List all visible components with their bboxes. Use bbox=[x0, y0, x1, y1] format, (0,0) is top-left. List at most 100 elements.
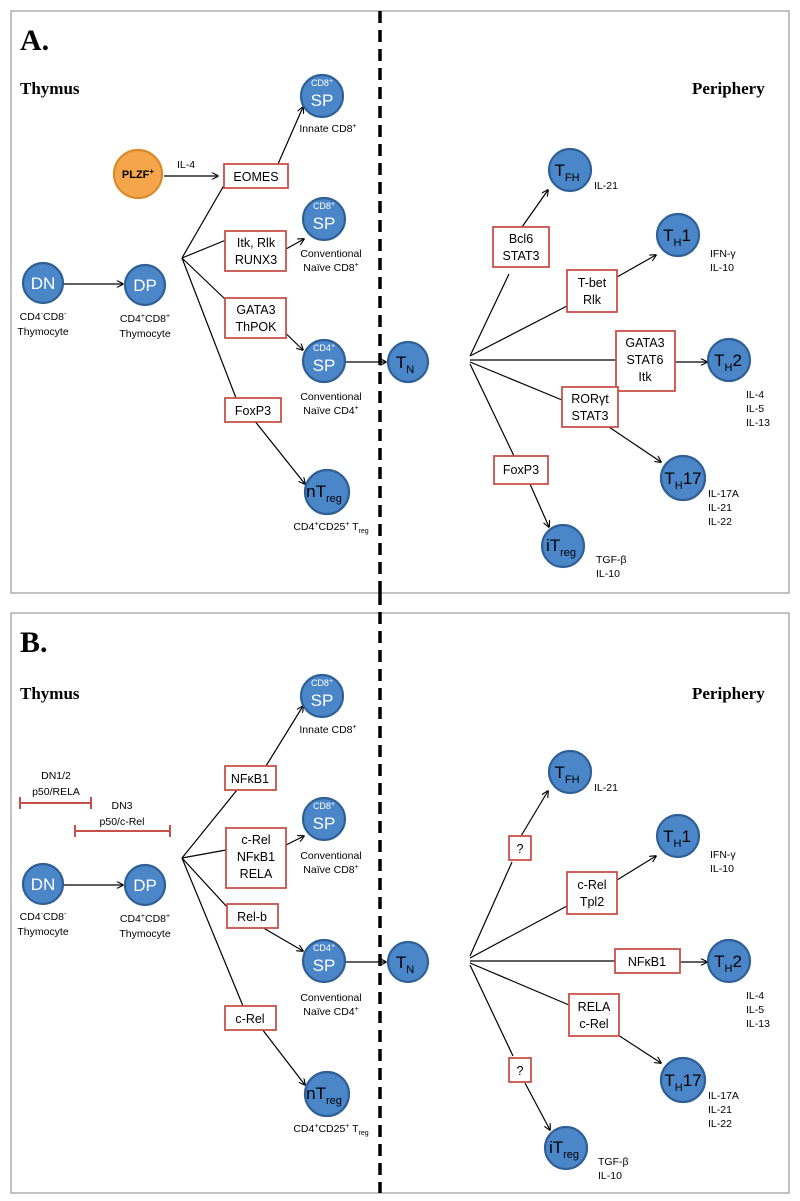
b-sp-innate-top-sup: + bbox=[329, 678, 333, 685]
ntreg-label-b: CD25 bbox=[318, 521, 345, 533]
arrow-tn-bcl6 bbox=[469, 273, 510, 357]
factor-box-bcl6-stat3: Bcl6 STAT3 bbox=[492, 226, 550, 268]
dn-label-thymocyte: Thymocyte bbox=[17, 326, 69, 338]
b-dp-label-markers: CD4+CD8+ bbox=[120, 913, 170, 925]
b-tfh-cell: TFH bbox=[547, 749, 593, 795]
b-itreg-cytokine-1: IL-10 bbox=[598, 1170, 622, 1182]
itreg-cell: iTreg bbox=[540, 523, 586, 569]
b-tfh-sub: FH bbox=[565, 774, 580, 786]
arrow-tn-foxp3 bbox=[469, 363, 515, 457]
arrow-b-nfkb1-innate bbox=[265, 706, 303, 767]
b-th17-cytokine-0: IL-17A bbox=[708, 1090, 739, 1102]
sp-innate-label-text: Innate CD8 bbox=[299, 123, 352, 135]
b-dn-marker-cd8: CD8 bbox=[43, 911, 64, 923]
factor-th1-0: T-bet bbox=[578, 276, 607, 290]
factor-box-b-nfkb1-th2: NFκB1 bbox=[614, 948, 681, 974]
inhibitor-2-line2: p50/c-Rel bbox=[100, 816, 145, 828]
arrow-itk-cd8sp bbox=[285, 239, 304, 250]
panel-a: A. Thymus Periphery PLZF+ IL-4 bbox=[10, 10, 790, 594]
b-dp-marker-cd4: CD4 bbox=[120, 913, 141, 925]
panel-b-frame bbox=[10, 612, 790, 1194]
inhibitor-bar-1 bbox=[19, 797, 92, 809]
b-tfh-cytokine-0: IL-21 bbox=[594, 782, 618, 794]
ntreg-label-c-sub: reg bbox=[359, 528, 369, 535]
factor-box-b-relb: Rel-b bbox=[226, 903, 279, 929]
svg-text:CD4+: CD4+ bbox=[313, 343, 335, 353]
b-th17-main: T bbox=[664, 1071, 674, 1090]
svg-text:nTreg: nTreg bbox=[306, 1084, 342, 1107]
b-th17-cytokine-1: IL-21 bbox=[708, 1104, 732, 1116]
sp-innate-label-sup: + bbox=[353, 123, 357, 130]
b-itreg-sub: reg bbox=[563, 1149, 579, 1161]
factor-th2-0: GATA3 bbox=[625, 336, 664, 350]
dn-label-markers: CD4-CD8- bbox=[20, 311, 67, 323]
b-dp-marker-cd4-sup: + bbox=[141, 913, 145, 920]
sp-cd4-cell: CD4+ SP bbox=[301, 338, 347, 384]
svg-text:TFH: TFH bbox=[554, 161, 579, 184]
arrow-b-dp-crel-treg bbox=[181, 857, 244, 1007]
panel-a-letter: A. bbox=[20, 24, 49, 57]
factor-box-gata3-stat6-itk: GATA3 STAT6 Itk bbox=[615, 330, 676, 392]
b-th1-cell: TH1 bbox=[655, 813, 701, 859]
b-dn-label-markers: CD4-CD8- bbox=[20, 911, 67, 923]
tn-sub: N bbox=[406, 364, 414, 376]
sp-cd4-label2-sup: + bbox=[355, 405, 359, 412]
arrow-b-crel-cd8sp bbox=[285, 836, 304, 846]
arrow-dp-foxp3 bbox=[181, 257, 237, 399]
arrow-b-rela-th17 bbox=[617, 1034, 661, 1063]
th2-cytokine-0: IL-4 bbox=[746, 389, 764, 401]
arrow-tbet-th1 bbox=[616, 255, 656, 278]
factor-box-b-q-itreg: ? bbox=[508, 1057, 532, 1083]
dn-marker-cd8-sup: - bbox=[64, 311, 67, 318]
b-factor-th2-0: NFκB1 bbox=[628, 955, 666, 969]
panel-b-periphery-label: Periphery bbox=[692, 684, 765, 703]
b-th2-cytokine-0: IL-4 bbox=[746, 990, 764, 1002]
factor-th2-2: Itk bbox=[638, 370, 652, 384]
factor-cd8-1: RUNX3 bbox=[235, 253, 277, 267]
sp-cd4-label1: Conventional bbox=[300, 391, 361, 403]
inhibitor-1-line2: p50/RELA bbox=[32, 786, 80, 798]
factor-box-b-crel-nfkb1-rela: c-Rel NFκB1 RELA bbox=[225, 827, 287, 889]
b-sp-cd4-label1: Conventional bbox=[300, 992, 361, 1004]
arrow-b-crel-th1 bbox=[616, 856, 656, 881]
b-dp-cell: DP bbox=[123, 863, 167, 907]
factor-box-foxp3-periphery: FoxP3 bbox=[493, 455, 549, 485]
factor-box-b-nfkb1-innate: NFκB1 bbox=[224, 765, 277, 791]
b-sp-innate-label-text: Innate CD8 bbox=[299, 724, 352, 736]
th17-cytokine-0: IL-17A bbox=[708, 488, 739, 500]
factor-eomes-0: EOMES bbox=[233, 170, 278, 184]
arrow-b-relb-cd4sp bbox=[259, 925, 303, 951]
dp-marker-cd4-sup: + bbox=[141, 313, 145, 320]
svg-text:CD8+: CD8+ bbox=[313, 801, 335, 811]
th2-sub: H bbox=[724, 362, 732, 374]
b-tn-sub: N bbox=[406, 964, 414, 976]
dp-cell-text: DP bbox=[133, 276, 157, 295]
svg-text:CD8+: CD8+ bbox=[311, 678, 333, 688]
arrow-tn-rorgt bbox=[469, 361, 563, 401]
arrow-dp-eomes bbox=[181, 179, 228, 259]
b-sp-innate-main: SP bbox=[311, 691, 334, 710]
panel-b-letter: B. bbox=[20, 626, 48, 659]
b-th17-sub: H bbox=[675, 1082, 683, 1094]
b-sp-cd8-label1: Conventional bbox=[300, 850, 361, 862]
tn-main: T bbox=[396, 353, 406, 372]
th2-cell: TH2 bbox=[706, 337, 752, 383]
arrow-foxp3-ntreg bbox=[253, 419, 305, 484]
svg-text:TH2: TH2 bbox=[714, 351, 742, 374]
b-factor-th17-0: RELA bbox=[578, 1000, 611, 1014]
svg-text:CD4+: CD4+ bbox=[313, 943, 335, 953]
svg-text:PLZF+: PLZF+ bbox=[122, 167, 155, 181]
inhibitor-1-line1: DN1/2 bbox=[41, 770, 71, 782]
b-sp-cd8-label2-text: Naïve CD8 bbox=[303, 864, 355, 876]
b-th1-cytokine-0: IFN-γ bbox=[710, 849, 736, 861]
b-factor-th1-1: Tpl2 bbox=[580, 895, 604, 909]
b-factor-cd4-0: Rel-b bbox=[237, 910, 267, 924]
b-dn-cell: DN bbox=[21, 862, 65, 906]
sp-innate-top: CD8 bbox=[311, 78, 329, 88]
itreg-main: iT bbox=[546, 536, 560, 555]
b-dp-label-thymocyte: Thymocyte bbox=[119, 928, 171, 940]
th1-cytokine-0: IFN-γ bbox=[710, 248, 736, 260]
arrow-b-q1-tfh bbox=[520, 791, 548, 837]
svg-text:TH1: TH1 bbox=[663, 827, 691, 850]
